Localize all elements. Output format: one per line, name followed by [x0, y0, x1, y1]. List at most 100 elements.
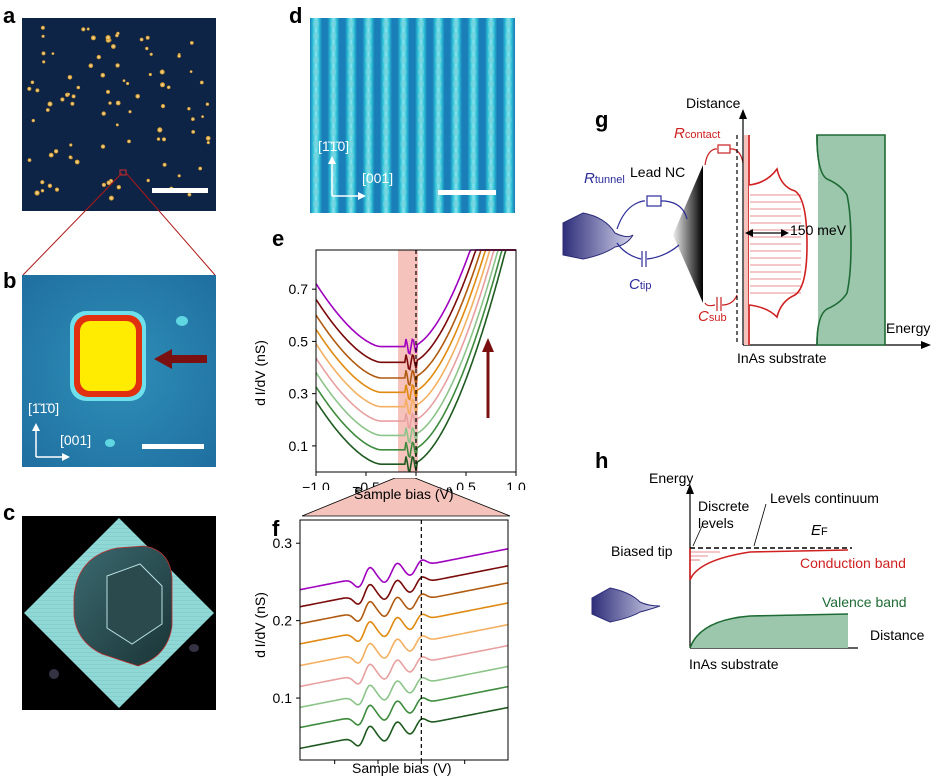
h-levels-label: levels	[698, 515, 734, 531]
nanocrystal-dot	[157, 127, 163, 133]
nanocrystal-dot	[115, 63, 120, 68]
nanocrystal-dot	[108, 101, 112, 105]
h-distance-label: Distance	[870, 627, 925, 643]
panel-c-3d-render	[22, 516, 216, 710]
nanocrystal-dot	[160, 82, 165, 88]
nanocrystal-dot	[27, 158, 32, 163]
nanocrystal-dot	[148, 72, 152, 77]
panel-e-xlabel-overlay: Sample bias (V)	[354, 486, 454, 502]
nanocrystal-dot	[205, 102, 210, 106]
y-tick-label: 0.1	[273, 690, 293, 706]
series-line	[299, 623, 509, 667]
zoom-lines	[22, 172, 216, 276]
nanocrystal-dot	[71, 94, 76, 99]
nanocrystal-dot	[76, 85, 81, 90]
panel-h-diagram	[591, 484, 858, 649]
g-ctip-main: C	[629, 276, 640, 293]
panel-label-e: e	[272, 226, 285, 251]
x-tick-label: −1.0	[302, 479, 330, 490]
lattice-stripes	[310, 18, 515, 213]
nanocrystal-dot	[74, 159, 80, 165]
nanocrystal-dot	[201, 115, 205, 118]
nanocrystal-dot	[146, 178, 150, 183]
nanocrystal-dot	[139, 37, 144, 42]
lattice-stripe	[467, 18, 480, 213]
y-tick-label: 0.1	[289, 438, 309, 454]
panel-label-b: b	[3, 268, 17, 293]
nanocrystal-dot	[206, 141, 210, 145]
nanocrystal-dot	[81, 27, 86, 32]
nanocrystal-dot	[45, 108, 50, 112]
panel-b-stm-zoom	[22, 275, 216, 467]
nanocrystal-dot	[145, 35, 150, 40]
nanocrystal-dot	[53, 149, 59, 154]
g-csub-sub: sub	[708, 312, 727, 324]
nanocrystal-dot	[116, 185, 122, 190]
nanocrystal-dot	[100, 72, 106, 78]
g-rtunnel-main: R	[584, 170, 595, 187]
nanocrystal-dot	[90, 35, 96, 41]
nanocrystal-dot	[162, 162, 167, 167]
nanocrystal-dot	[127, 139, 131, 144]
h-biased-tip-label: Biased tip	[611, 543, 673, 559]
nanocrystal-dot	[191, 117, 195, 121]
arrow-icon	[154, 349, 207, 369]
nanocrystal-dot	[187, 192, 192, 197]
y-tick-label: 0.7	[289, 281, 309, 297]
panel-label-d: d	[289, 3, 303, 28]
h-energy-label: Energy	[649, 470, 694, 486]
series-line	[299, 644, 509, 688]
panel-label-g: g	[595, 107, 609, 132]
g-substrate-label: InAs substrate	[737, 350, 827, 366]
nanocrystal-dot	[115, 123, 119, 127]
h-ef-sub: F	[821, 526, 828, 538]
nanocrystal-dot	[177, 174, 181, 178]
nanocrystal-dot	[135, 94, 140, 99]
nanocrystal-dot	[166, 85, 171, 90]
h-conduction-label: Conduction band	[800, 555, 906, 571]
panel-d-lattice-image	[310, 18, 515, 213]
h-valence-label: Valence band	[822, 594, 907, 610]
panel-label-c: c	[3, 500, 16, 525]
nanocrystal-dot	[205, 135, 211, 141]
y-tick-label: 0.2	[273, 613, 293, 629]
lattice-stripe	[310, 18, 322, 213]
lead-nc-cone	[673, 165, 703, 303]
lattice-stripe	[432, 18, 445, 213]
nanocrystal-dot	[60, 97, 65, 102]
x-tick-label: −0.5	[352, 479, 380, 490]
nanocrystal-dot	[189, 41, 194, 45]
y-tick-label: 0.3	[289, 386, 309, 402]
nanocrystal-dot	[88, 63, 94, 68]
x-tick-label: 0.5	[456, 479, 476, 490]
panel-f-ylabel: d I/dV (nS)	[252, 592, 268, 658]
panel-label-a: a	[3, 3, 16, 28]
lattice-stripe	[362, 18, 375, 213]
panel-f-xlabel: Sample bias (V)	[352, 760, 452, 776]
y-tick-label: 0.3	[273, 535, 293, 551]
series-line	[299, 665, 509, 709]
tip-icon	[562, 212, 634, 260]
y-tick-label: 0.5	[289, 333, 309, 349]
lattice-stripe	[397, 18, 410, 213]
nanocrystal-dot	[187, 107, 191, 111]
g-csub-main: C	[698, 308, 709, 325]
scale-bar	[152, 188, 208, 193]
nanocrystal-dot	[34, 190, 40, 196]
nanocrystal-dot	[149, 52, 153, 56]
h-continuum-label: Levels continuum	[770, 490, 879, 506]
lattice-stripe	[415, 18, 427, 213]
panel-d-dir1: [1̄1̄0]	[318, 138, 350, 154]
lattice-stripe	[327, 18, 340, 213]
nanocrystal-dot	[31, 118, 35, 123]
nanocrystal-dot	[70, 101, 75, 106]
nanocrystal-dot	[42, 60, 46, 64]
zoom-box	[119, 169, 127, 176]
nanocrystal-dot	[96, 54, 102, 60]
lattice-stripe	[502, 18, 515, 213]
nanocrystal-dot	[198, 166, 203, 171]
series-line	[299, 685, 509, 729]
nanocrystal-dot	[156, 137, 161, 141]
nanocrystal-dot	[122, 79, 126, 83]
g-rcontact-sub: contact	[684, 129, 721, 141]
